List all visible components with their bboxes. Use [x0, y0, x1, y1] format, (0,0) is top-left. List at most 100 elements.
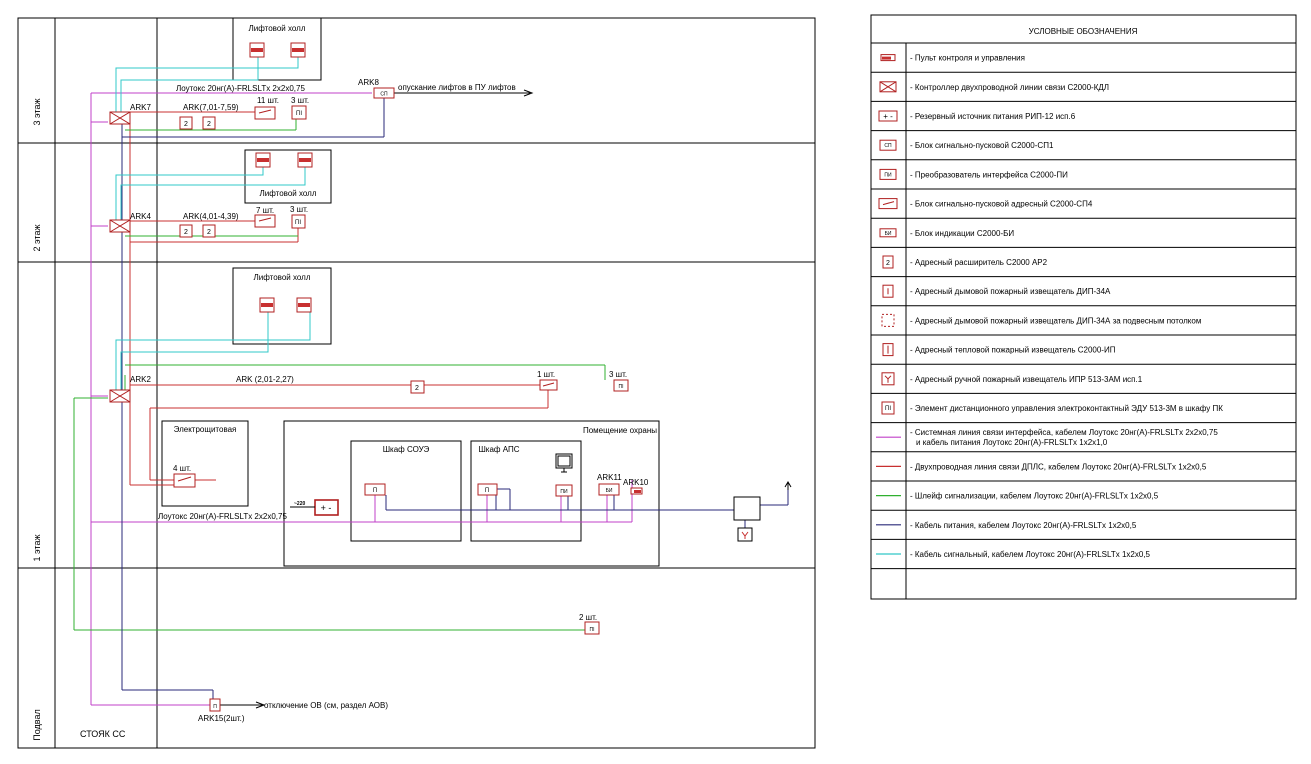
legend-item-text: - Контроллер двухпроводной линии связи С…: [910, 83, 1109, 92]
legend-item-text: - Двухпроводная линия связи ДПЛС, кабеле…: [910, 462, 1207, 471]
svg-text:ПІ: ПІ: [590, 627, 595, 633]
legend-item-text: - Адресный дымовой пожарный извещатель Д…: [910, 287, 1111, 296]
bi-indication-icon: [598, 483, 620, 496]
legend-item-text: - Адресный тепловой пожарный извещатель …: [910, 346, 1116, 355]
svg-text:2: 2: [184, 229, 188, 236]
ark15-label: ARK15(2шт.): [198, 714, 245, 723]
scheme-frame: [17, 17, 816, 749]
manual-call-point-icon: [737, 527, 753, 542]
svg-text:ПИ: ПИ: [884, 172, 892, 178]
svg-text:2: 2: [415, 385, 419, 392]
qty-3a-label: 3 шт.: [291, 96, 309, 105]
ark10-label: ARK10: [623, 478, 649, 487]
dpls-lines: [129, 111, 549, 486]
electrical-room-label: Электрощитовая: [174, 425, 237, 434]
legend-device-icon: ПИ: [879, 168, 897, 180]
ark4-label: ARK4: [130, 212, 151, 221]
legend-device-icon: [881, 372, 895, 386]
svg-text:ПІ: ПІ: [296, 111, 302, 117]
sp1-block-icon: [373, 87, 395, 99]
ark2-range-label: ARK (2,01-2,27): [236, 375, 294, 384]
edu-element-icon: [291, 214, 306, 229]
legend-item-text: - Блок сигнально-пусковой С2000-СП1: [910, 141, 1054, 150]
legend-device-icon: [882, 284, 894, 298]
room-boxes: [161, 17, 660, 567]
svg-text:СП: СП: [380, 92, 388, 98]
ark2-label: ARK2: [130, 375, 151, 384]
svg-text:П: П: [485, 488, 489, 494]
qty-7-label: 7 шт.: [256, 206, 274, 215]
legend-item-text: - Шлейф сигнализации, кабелем Лоутокс 20…: [910, 492, 1159, 501]
alarm-loop-lines: [73, 118, 606, 631]
device-glyphs: СП 2 2 ПІ 2 2 ПІ 2 ПІ + - П П ПИ БИ ПІ П: [184, 92, 623, 711]
qty-11-label: 11 шт.: [257, 96, 279, 105]
cable-label-mid: Лоутокс 20нг(А)-FRLSLTx 2х2х0,75: [158, 512, 287, 521]
legend-device-icon: 2: [882, 255, 894, 269]
svg-text:П: П: [213, 704, 217, 710]
svg-text:+ -: + -: [883, 112, 893, 121]
ark7-label: ARK7: [130, 103, 151, 112]
legend-item-text: - Кабель питания, кабелем Лоутокс 20нг(А…: [910, 521, 1137, 530]
legend-device-icon: ПІ: [881, 401, 895, 415]
sp4-block-icon: [254, 106, 276, 120]
pi-converter-icon: [555, 484, 573, 497]
svg-text:2: 2: [184, 121, 188, 128]
legend-device-icon: БИ: [879, 228, 897, 238]
legend-device-icon: + -: [878, 110, 898, 122]
svg-text:ПІ: ПІ: [885, 406, 891, 412]
legend-item-text: - Блок индикации С2000-БИ: [910, 229, 1014, 238]
qty-3b-label: 3 шт.: [290, 205, 308, 214]
legend-item-text: - Резервный источник питания РИП-12 исп.…: [910, 112, 1076, 121]
svg-text:БИ: БИ: [885, 231, 892, 237]
qty-4-label: 4 шт.: [173, 464, 191, 473]
interface-lines: [90, 92, 633, 706]
cable-label-top: Лоутокс 20нг(А)-FRLSLTx 2х2х0,75: [176, 84, 305, 93]
legend-device-icon: [882, 343, 894, 357]
expander-icon: [202, 224, 216, 238]
legend-item-text: - Элемент дистанционного управления элек…: [910, 404, 1223, 413]
svg-text:СП: СП: [884, 143, 892, 149]
security-room-label: Помещение охраны: [583, 426, 657, 435]
ark4-range-label: ARK(4,01-4,39): [183, 212, 239, 221]
sp1-block-icon: [209, 698, 221, 712]
legend-item-text: и кабель питания Лоутокс 20нг(А)-FRLSLTx…: [916, 438, 1108, 447]
legend-item-text: - Преобразователь интерфейса С2000-ПИ: [910, 170, 1068, 179]
lift-descent-label: опускание лифтов в ПУ лифтов: [398, 83, 516, 92]
scheme-labels: Лоутокс 20нг(А)-FRLSLTx 2х2х0,75 ARK8 оп…: [130, 78, 649, 723]
legend-item-text: - Адресный ручной пожарный извещатель ИП…: [910, 375, 1143, 384]
qty-3c-label: 3 шт.: [609, 370, 627, 379]
floor-label-basement: Подвал: [32, 709, 42, 740]
legend-item-text: - Адресный дымовой пожарный извещатель Д…: [910, 316, 1201, 325]
ark8-label: ARK8: [358, 78, 379, 87]
legend-device-icon: [879, 81, 897, 93]
floor-label-1: 1 этаж: [32, 535, 42, 562]
sp1-block-icon: [364, 483, 386, 496]
output-arrows: [218, 89, 792, 709]
svg-text:+ -: + -: [321, 503, 332, 513]
edu-element-icon: [291, 105, 307, 120]
security-devices: [555, 453, 761, 542]
lift-hall-1-label: Лифтовой холл: [254, 273, 311, 282]
lift-hall-2-label: Лифтовой холл: [260, 189, 317, 198]
qty-2-label: 2 шт.: [579, 613, 597, 622]
sp4-block-icon: [254, 214, 276, 228]
expander-icon: [179, 116, 193, 130]
legend-item-text: - Блок сигнально-пусковой адресный С2000…: [910, 200, 1093, 209]
legend-item-text: - Кабель сигнальный, кабелем Лоутокс 20н…: [910, 550, 1151, 559]
svg-text:ПИ: ПИ: [560, 489, 568, 495]
svg-text:ПІ: ПІ: [295, 220, 301, 226]
junction-box-icon: [733, 496, 761, 521]
edu-element-icon: [613, 379, 629, 392]
voltage-label: ~220: [294, 501, 305, 507]
legend-device-icon: СП: [879, 139, 897, 151]
power-lines: [121, 98, 789, 700]
svg-text:2: 2: [207, 229, 211, 236]
ov-off-label: отключение ОВ (см, раздел АОВ): [264, 701, 388, 710]
qty-1-label: 1 шт.: [537, 370, 555, 379]
svg-text:П: П: [373, 488, 377, 494]
legend: УСЛОВНЫЕ ОБОЗНАЧЕНИЯ - Пульт контроля и …: [870, 14, 1297, 600]
svg-text:2: 2: [886, 260, 890, 267]
ark7-range-label: ARK(7,01-7,59): [183, 103, 239, 112]
legend-item-text: - Системная линия связи интерфейса, кабе…: [910, 428, 1218, 437]
cabinet-soue-label: Шкаф СОУЭ: [383, 445, 430, 454]
